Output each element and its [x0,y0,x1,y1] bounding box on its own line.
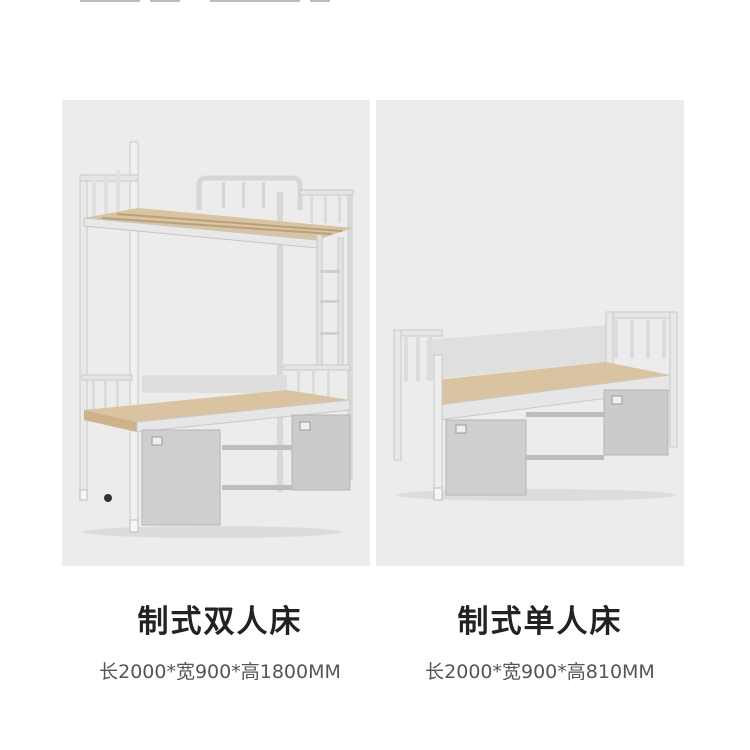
cropped-top-banner [0,0,750,6]
product-spec-bunk: 长2000*宽900*高1800MM [99,661,341,683]
product-title-single: 制式单人床 [457,604,623,640]
product-title-bunk: 制式双人床 [137,604,303,640]
single-bed-image [376,100,684,566]
bunk-bed-image [62,100,370,566]
product-spec-single: 长2000*宽900*高810MM [425,661,655,683]
